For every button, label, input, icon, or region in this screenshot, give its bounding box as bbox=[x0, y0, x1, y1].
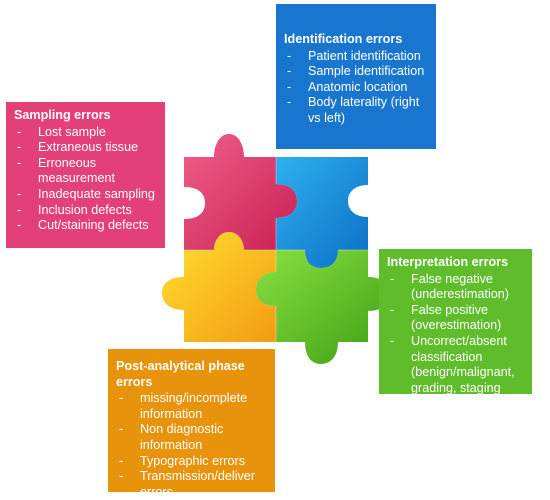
post-analytical-errors-title: Post-analytical phase errors bbox=[116, 359, 245, 389]
list-item: Patient identification bbox=[284, 49, 428, 65]
sampling-errors-title: Sampling errors bbox=[14, 108, 111, 122]
list-item: Inadequate sampling bbox=[14, 187, 157, 203]
identification-errors-list: Patient identification Sample identifica… bbox=[284, 49, 428, 127]
list-item: Transmission/deliver errors bbox=[116, 469, 267, 500]
list-item: Cut/staining defects bbox=[14, 218, 157, 234]
list-item: Inclusion defects bbox=[14, 203, 157, 219]
list-item: Extraneous tissue bbox=[14, 140, 157, 156]
list-item: Sample identification bbox=[284, 64, 428, 80]
sampling-errors-box: Sampling errors Lost sample Extraneous t… bbox=[6, 102, 165, 248]
post-analytical-errors-list: missing/incomplete information Non diagn… bbox=[116, 391, 267, 500]
interpretation-errors-box: Interpretation errors False negative (un… bbox=[379, 249, 532, 410]
post-analytical-errors-box: Post-analytical phase errors missing/inc… bbox=[108, 349, 275, 499]
list-item: Uncorrect/absent classification (benign/… bbox=[387, 334, 524, 412]
list-item: Typographic errors bbox=[116, 454, 267, 470]
list-item: Lost sample bbox=[14, 125, 157, 141]
puzzle-piece-blue bbox=[276, 157, 368, 268]
list-item: Body laterality (right vs left) bbox=[284, 95, 428, 126]
interpretation-errors-title: Interpretation errors bbox=[387, 255, 509, 269]
list-item: Non diagnostic information bbox=[116, 422, 267, 453]
list-item: missing/incomplete information bbox=[116, 391, 267, 422]
list-item: False positive (overestimation) bbox=[387, 303, 524, 334]
list-item: False negative (underestimation) bbox=[387, 272, 524, 303]
interpretation-errors-list: False negative (underestimation) False p… bbox=[387, 272, 524, 412]
puzzle-piece-yellow bbox=[162, 232, 276, 342]
puzzle-piece-pink bbox=[184, 134, 297, 250]
list-item: Anatomic location bbox=[284, 80, 428, 96]
list-item: Erroneous measurement bbox=[14, 156, 157, 187]
puzzle-seams bbox=[184, 157, 368, 342]
identification-errors-title: Identification errors bbox=[284, 32, 403, 46]
puzzle-piece-green bbox=[256, 250, 390, 364]
identification-errors-box: Identification errors Patient identifica… bbox=[276, 4, 436, 149]
sampling-errors-list: Lost sample Extraneous tissue Erroneous … bbox=[14, 125, 157, 234]
